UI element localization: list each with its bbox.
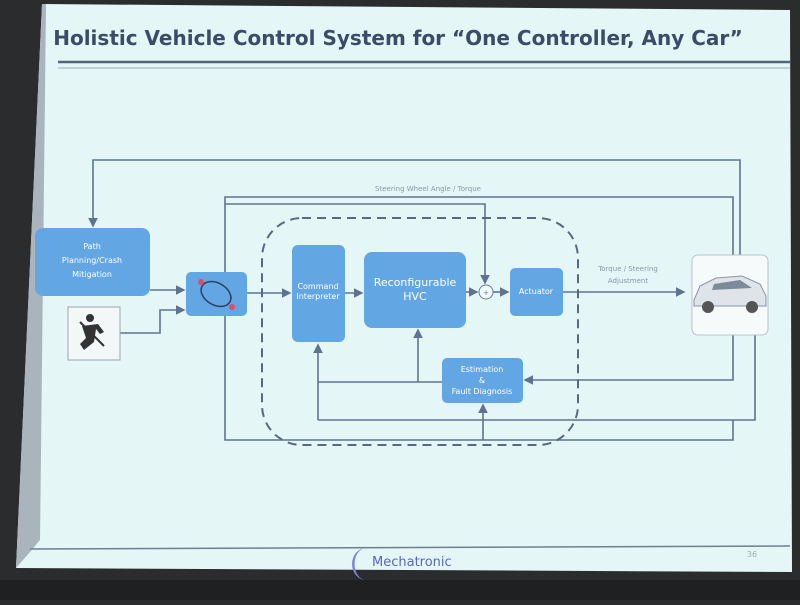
svg-text:+: + [483,289,489,297]
footer-divider [29,545,791,550]
connection-lines [88,159,756,441]
steering-wheel-label: Steering Wheel Angle / Torque [375,185,481,193]
car-icon [691,254,769,336]
slide-title: Holistic Vehicle Control System for “One… [53,26,743,50]
block-label: Fault Diagnosis [452,387,513,396]
torque-label: Adjustment [608,277,648,285]
path-planning-block: Path Planning/Crash Mitigation [35,228,150,296]
slide-left-edge [16,4,46,568]
block-label: Command [297,282,338,291]
svg-text:Mechatronic: Mechatronic [372,555,452,570]
switch-ellipse-icon [200,280,232,308]
mechatronic-logo: Mechatronic [352,548,452,580]
block-label: Path [83,242,101,251]
estimation-block: Estimation & Fault Diagnosis [442,358,523,403]
block-label: Actuator [519,287,554,296]
actuator-block: Actuator [510,268,563,316]
hvc-block: Reconfigurable HVC [364,252,466,328]
block-label: Reconfigurable [374,276,457,289]
seatbelt-driver-icon [67,306,121,361]
block-label: Interpreter [296,292,340,301]
command-interpreter-block: Command Interpreter [292,245,345,342]
torque-label: Torque / Steering [597,265,658,273]
block-label: Mitigation [72,270,112,279]
block-label: Estimation [461,365,504,374]
block-label: & [479,376,485,385]
block-label: Planning/Crash [62,256,122,265]
block-label: HVC [403,290,427,303]
switch-block [186,272,247,316]
sum-junction: + [478,284,494,300]
page-number: 36 [747,550,757,559]
